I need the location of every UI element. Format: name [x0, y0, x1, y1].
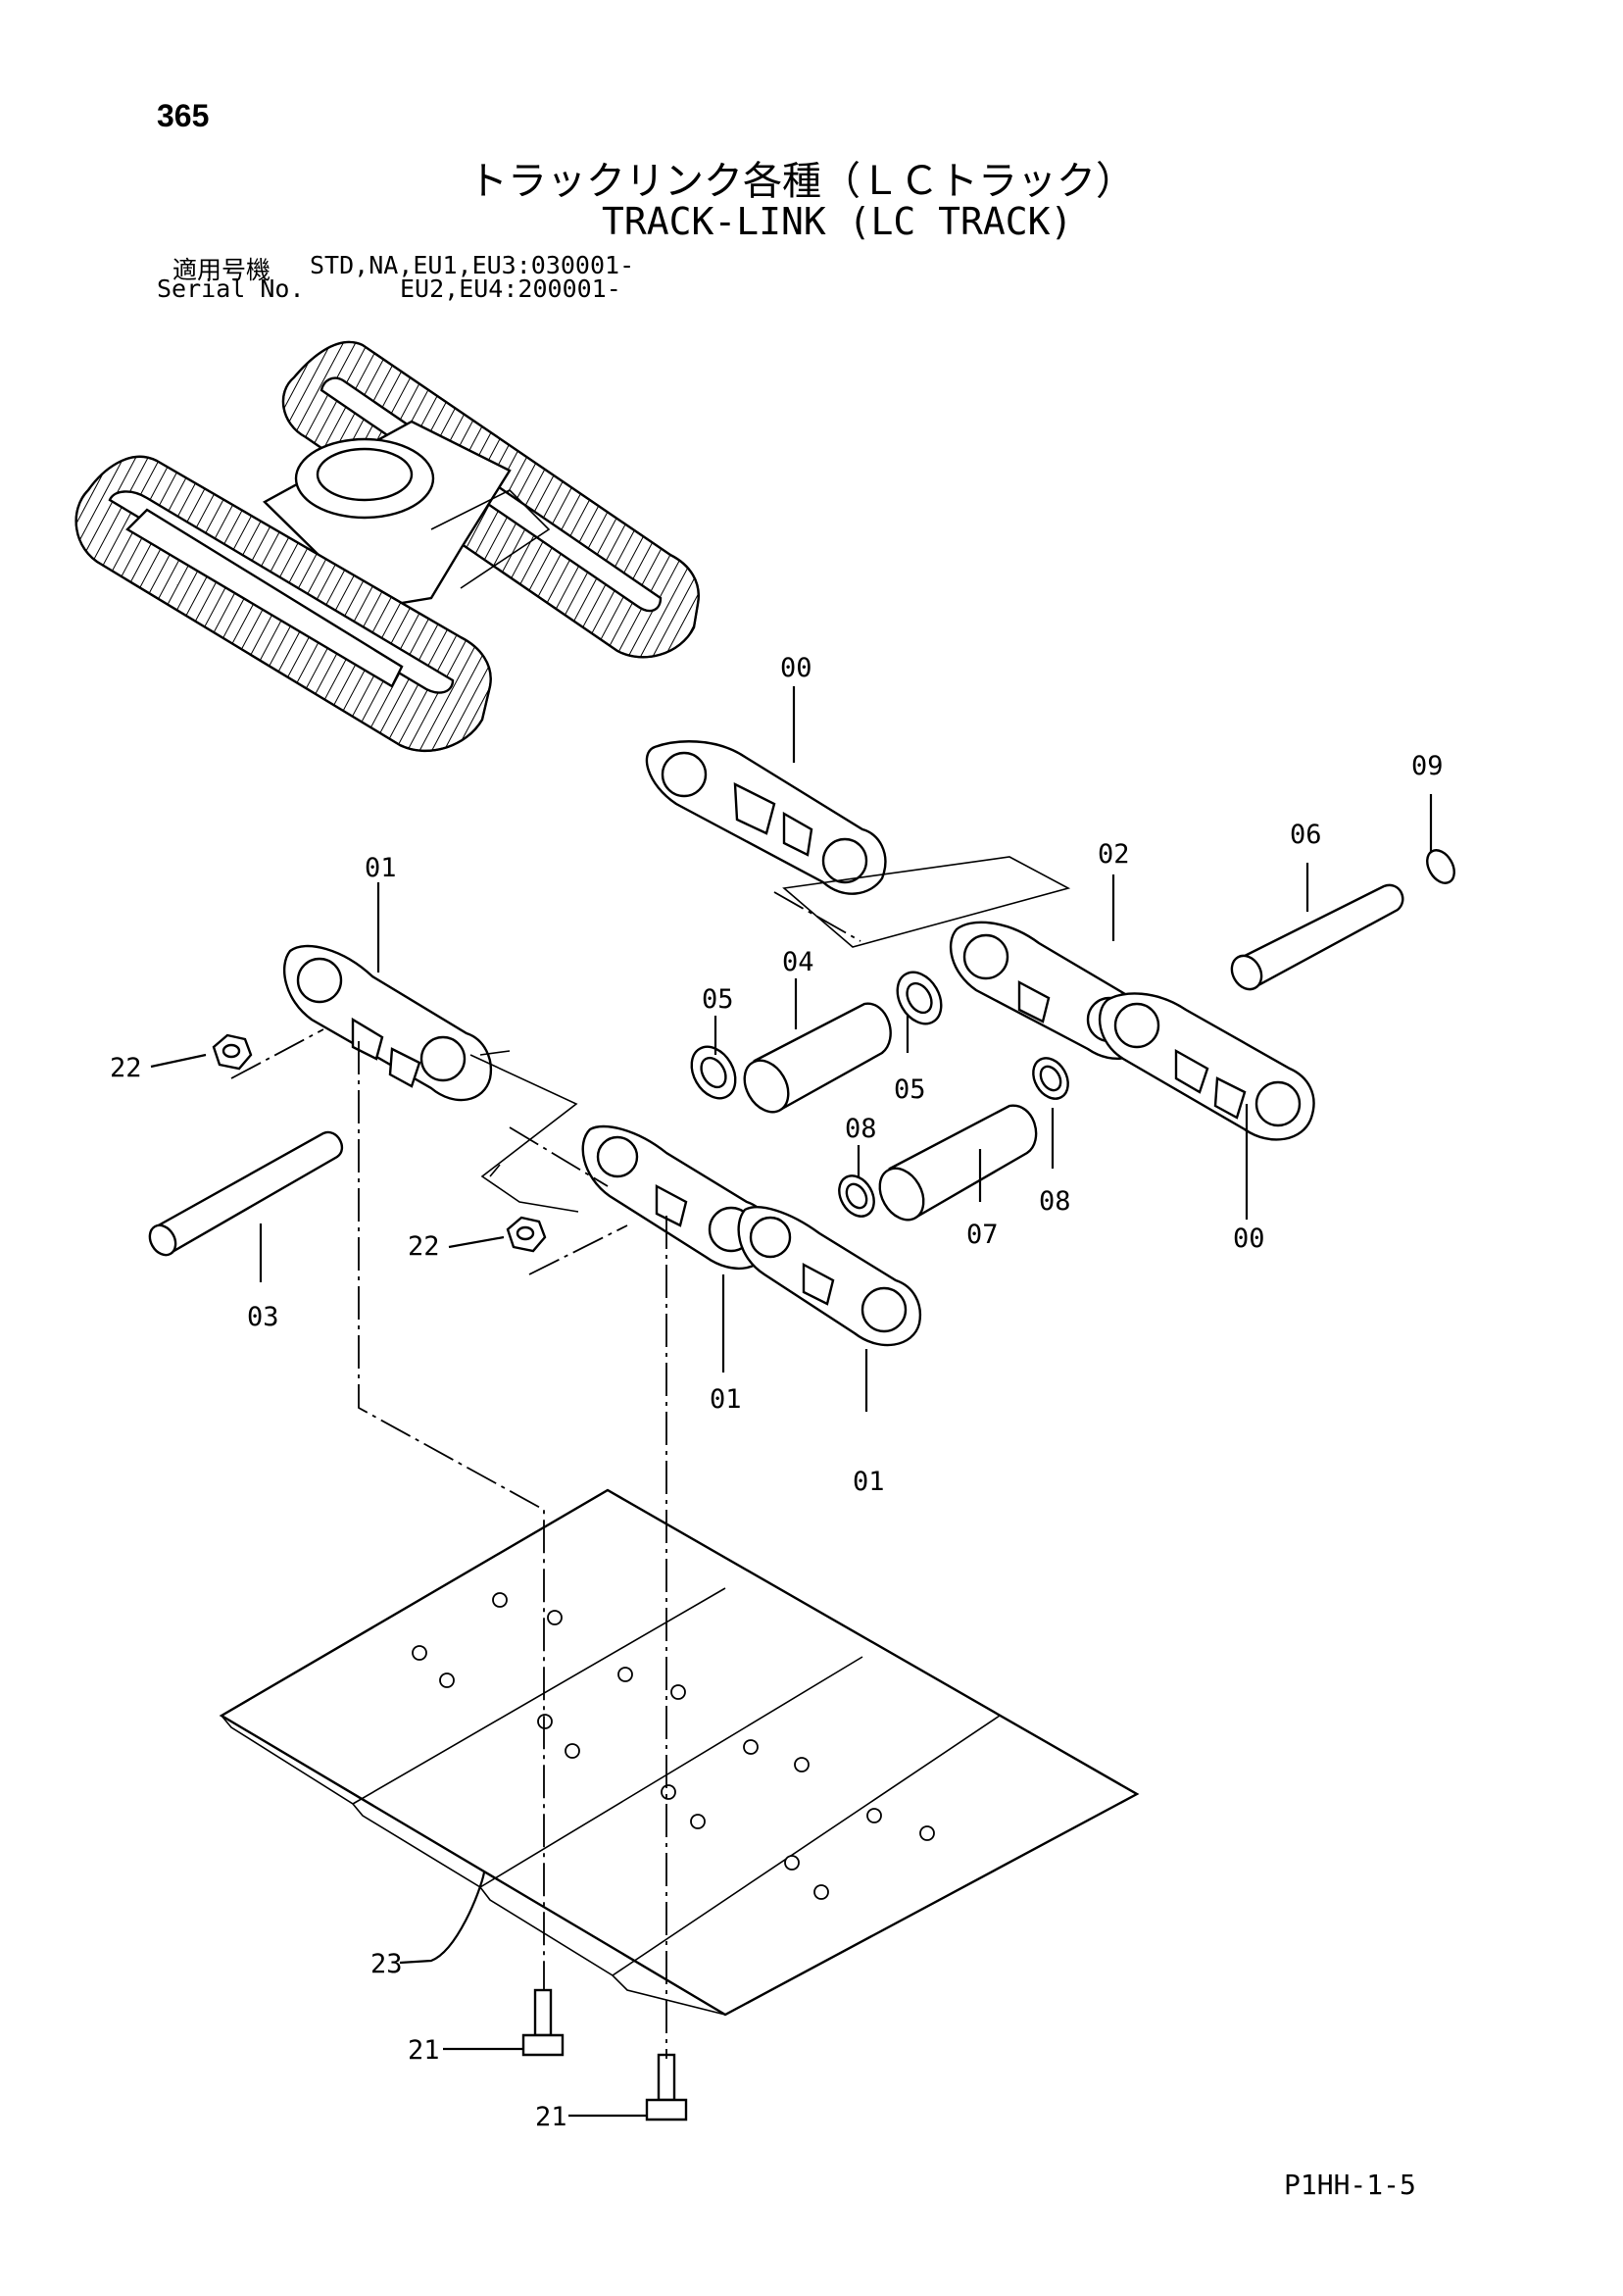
title-english: TRACK-LINK (LC TRACK): [602, 200, 1073, 243]
callout-22-bottom: 22: [408, 1231, 440, 1262]
track-link-master-00-top: [645, 740, 887, 895]
serial-label-japanese: 適用号機: [172, 256, 271, 284]
track-shoe-plates-23: [219, 1488, 1140, 2017]
serial-label-english: Serial No.: [157, 275, 305, 303]
shoe-bolt-21-left: [521, 1988, 565, 2057]
callout-22-top: 22: [110, 1053, 142, 1083]
seal-05-left: [690, 1045, 737, 1100]
callout-08-left: 08: [845, 1114, 877, 1144]
undercarriage-overview-illustration: [74, 340, 700, 753]
callout-01-mid: 01: [710, 1384, 742, 1415]
callout-04: 04: [782, 947, 814, 977]
track-link-01-left: [282, 944, 493, 1102]
callout-05-right: 05: [894, 1074, 926, 1105]
shoe-bolt-holes: [412, 1592, 935, 1900]
track-link-01-bottom: [737, 1206, 922, 1347]
callout-07: 07: [966, 1220, 999, 1250]
callout-00-right: 00: [1233, 1223, 1265, 1254]
title-japanese: トラックリンク各種（ＬＣトラック）: [468, 159, 1135, 204]
callout-21-bottom: 21: [535, 2102, 567, 2132]
bushing-07: [878, 1104, 1038, 1222]
footer-code: P1HH-1-5: [1284, 2169, 1416, 2201]
callout-01-bottom: 01: [853, 1467, 885, 1497]
track-link-master-00-right: [1098, 992, 1315, 1141]
seal-05-right: [896, 971, 943, 1025]
callout-21-top: 21: [408, 2035, 440, 2066]
spacer-08-right: [1032, 1057, 1069, 1100]
snap-ring-09: [1426, 849, 1455, 884]
callout-23: 23: [370, 1949, 403, 1979]
callout-03: 03: [247, 1302, 279, 1332]
track-pin-03: [148, 1130, 344, 1257]
callout-08-right: 08: [1039, 1186, 1071, 1217]
callout-09: 09: [1411, 751, 1444, 781]
spacer-08-left: [838, 1174, 875, 1218]
serial-range-line-1: STD,NA,EU1,EU3:030001-: [310, 251, 635, 279]
callout-06: 06: [1290, 820, 1322, 850]
callout-00-top: 00: [780, 653, 812, 683]
callout-05-left: 05: [702, 984, 734, 1015]
nut-22-bottom: [506, 1216, 547, 1253]
shoe-bolt-21-right: [645, 2053, 688, 2121]
serial-range-line-2: EU2,EU4:200001-: [400, 275, 621, 303]
track-pin-06: [1230, 883, 1404, 991]
page-number: 365: [157, 98, 210, 133]
bushing-04: [743, 1002, 892, 1114]
nut-22-top: [212, 1033, 253, 1071]
callout-01-top: 01: [365, 853, 397, 883]
assembly-center-lines: [230, 856, 1071, 2059]
front-crawler-track: [74, 455, 492, 753]
callout-leader-lines: [150, 686, 1433, 2118]
callout-02: 02: [1098, 839, 1130, 870]
callout-labels: 00 09 06 01 02 04 05 05 08 08 07 00 22 2…: [110, 653, 1444, 2132]
